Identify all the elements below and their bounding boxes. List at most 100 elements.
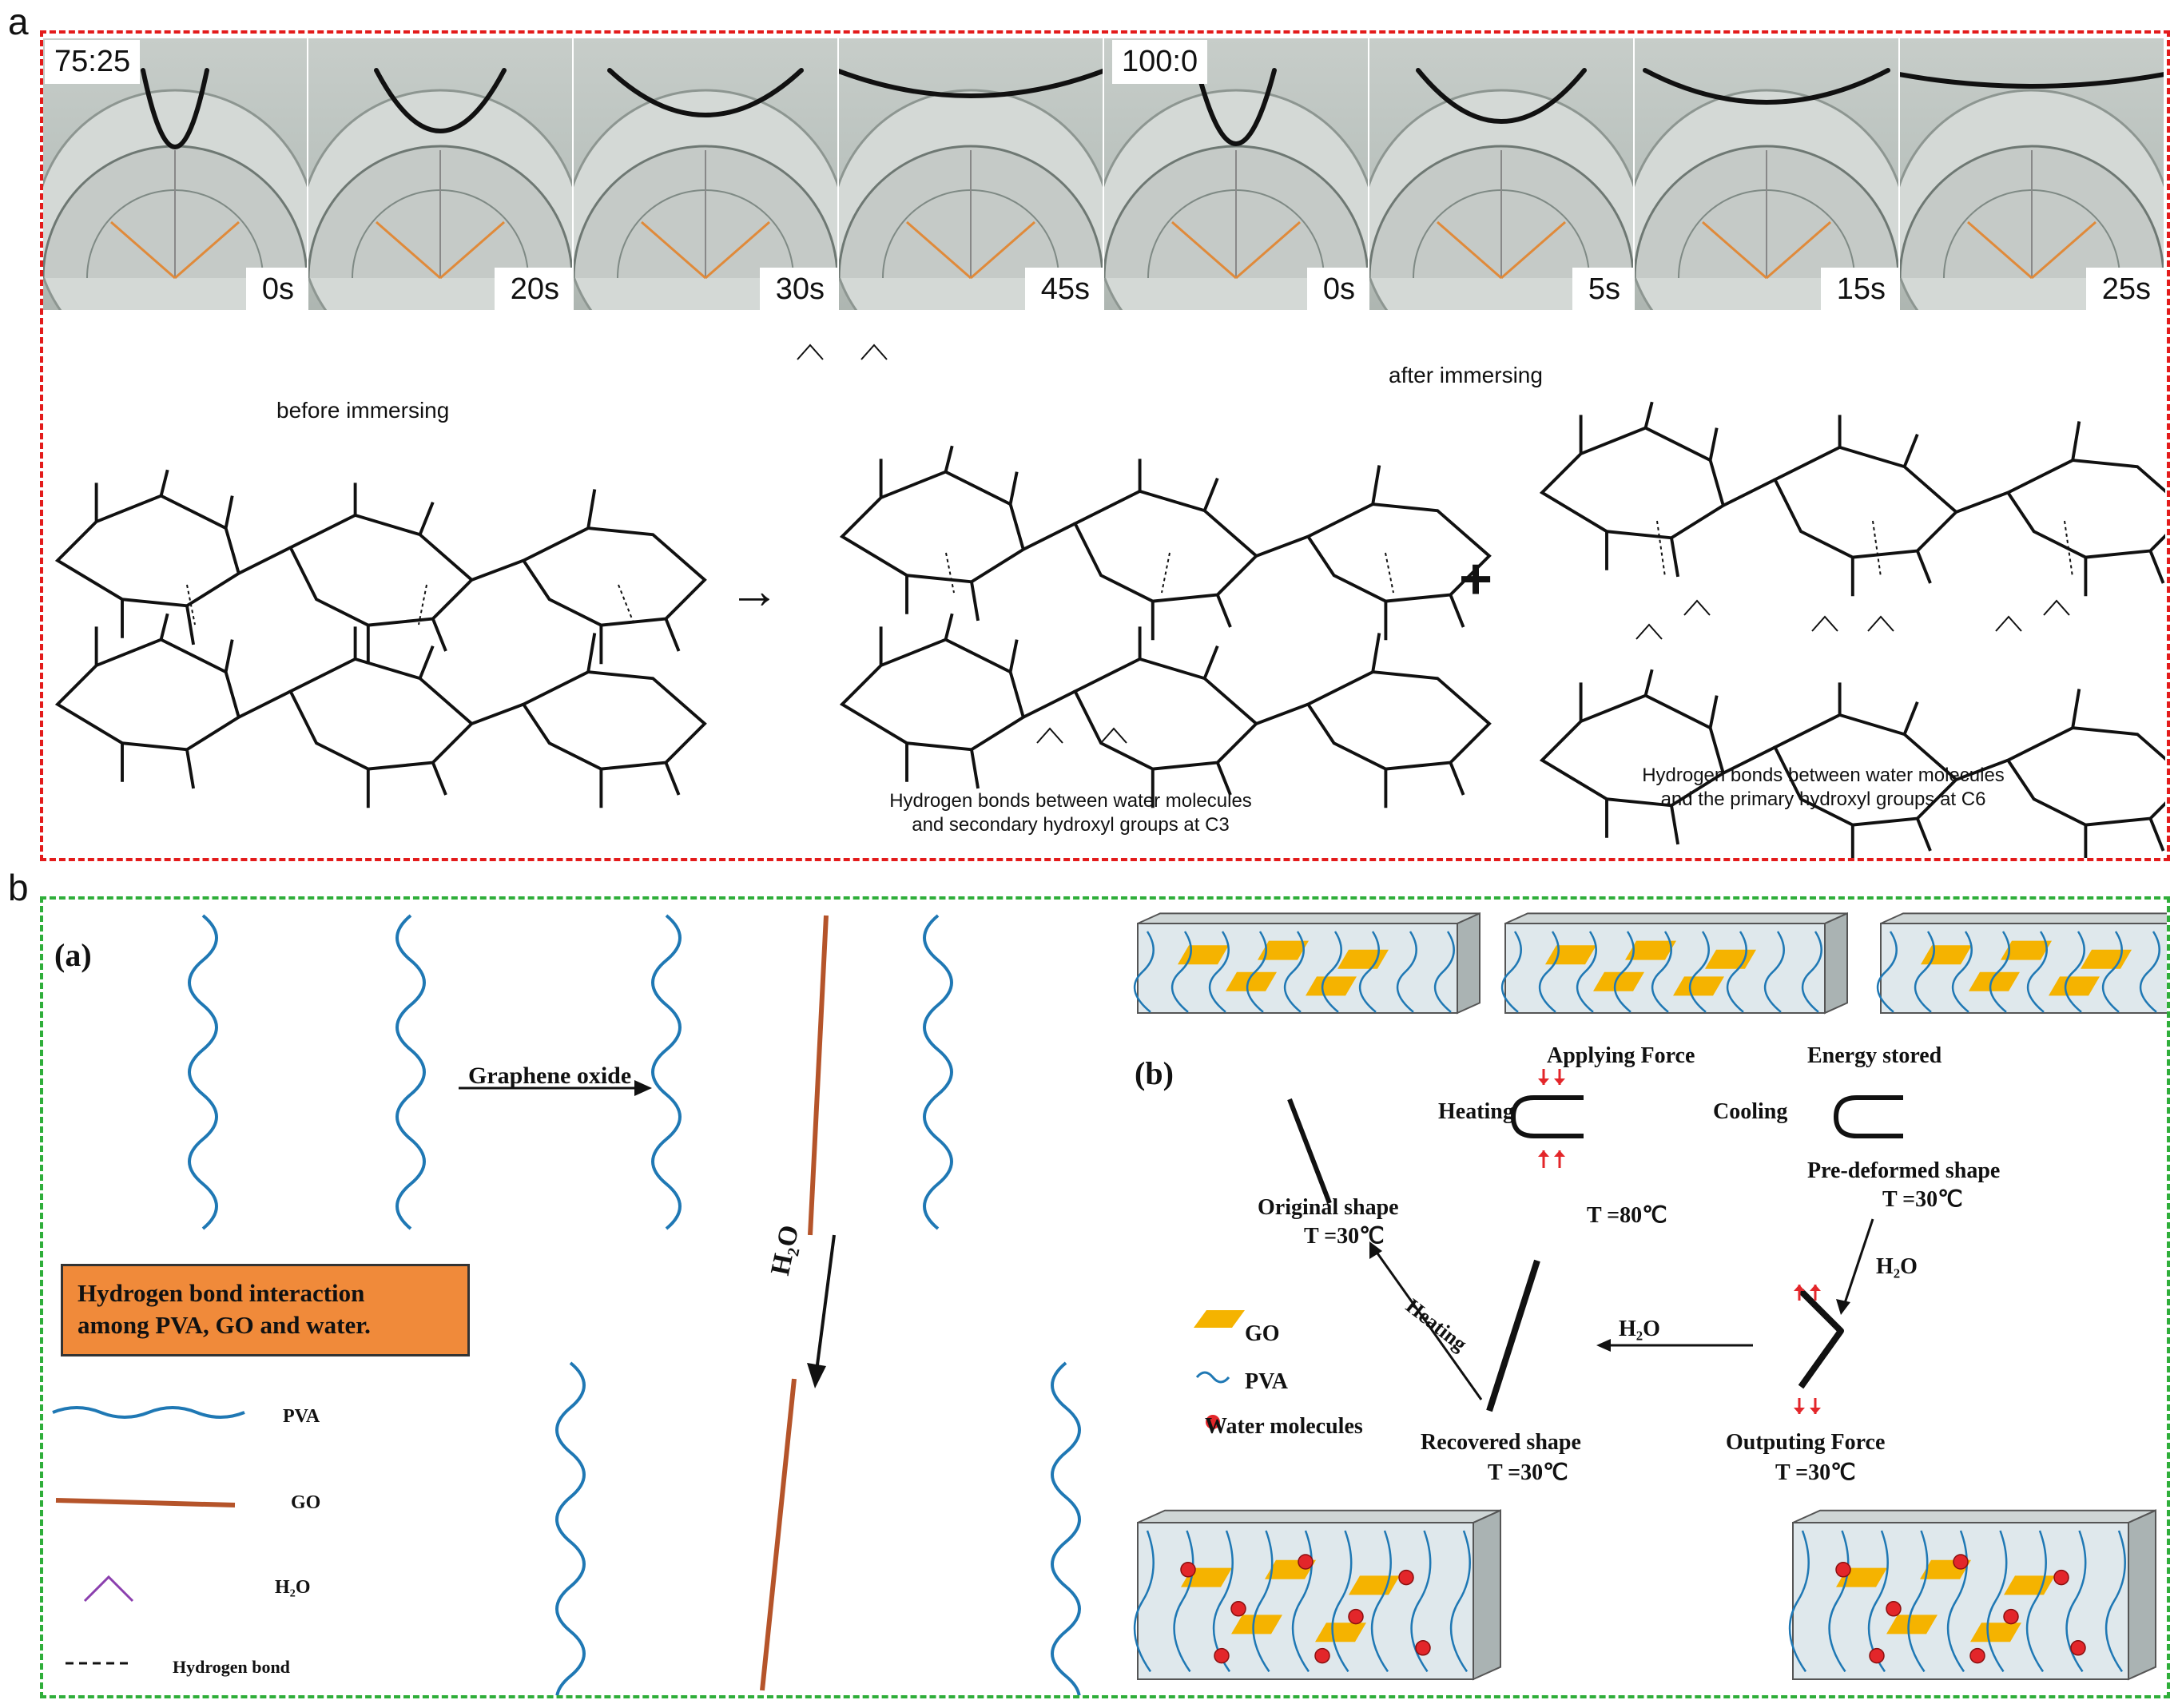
go-flake [2004, 1575, 2055, 1595]
go-flake [1231, 1615, 1282, 1635]
cooling-label: Cooling [1713, 1099, 1788, 1124]
water-molecule-dot [2003, 1608, 2019, 1625]
water-molecule-dot [1869, 1647, 1885, 1664]
water-molecule-dot [1298, 1554, 1314, 1570]
legend-water-cycle: Water molecules [1205, 1414, 1363, 1439]
water-molecule [797, 344, 824, 360]
pva-fiber [1613, 931, 1635, 1013]
sub-label-b: (b) [1135, 1055, 1174, 1091]
pva-fiber [1867, 1530, 1889, 1673]
pva-fiber [1576, 931, 1597, 1013]
water-molecule [1036, 727, 1063, 744]
go-flake [1625, 940, 1676, 960]
pva-fiber [1252, 1530, 1274, 1673]
block-top-2-side [1824, 912, 1848, 1015]
legend-hbond-label: Hydrogen bond [173, 1657, 290, 1677]
predeformed-shape-label: Pre-deformed shape [1807, 1158, 2001, 1183]
time-label: 0s [245, 268, 307, 310]
water-molecule-dot [2053, 1569, 2069, 1586]
original-shape-temp: T =30℃ [1304, 1224, 1385, 1249]
force-arrow-head [1554, 1078, 1565, 1085]
hydrogen-bond-dash [1872, 520, 1882, 578]
hydrogen-bond-interaction-box: Hydrogen bond interaction among PVA, GO … [61, 1264, 470, 1356]
water-molecule-dot [1180, 1562, 1196, 1578]
chitosan-chain-bottom-middle [841, 612, 1491, 810]
pva-fiber [1246, 931, 1267, 1013]
pva-fiber [2104, 1530, 2126, 1673]
box-line2: among PVA, GO and water. [78, 1311, 371, 1339]
hydrogen-bond-dash [1656, 520, 1666, 578]
pva-fiber [1688, 931, 1710, 1013]
photo-frame: 30s [574, 38, 837, 310]
go-flake [1593, 971, 1644, 991]
pva-fiber [1828, 1530, 1850, 1673]
water-molecule [1811, 615, 1838, 632]
legend-go-cycle: GO [1245, 1321, 1280, 1346]
hydrogen-bond-dash [618, 584, 635, 626]
pva-fiber [1396, 931, 1417, 1013]
caption-c3-line1: Hydrogen bonds between water molecules [889, 790, 1252, 812]
pva-fiber [2064, 931, 2085, 1013]
go-flake [1315, 1623, 1366, 1642]
pva-fiber [1946, 1530, 1968, 1673]
time-label: 45s [1024, 268, 1103, 310]
water-molecule [1867, 615, 1894, 632]
pva-fiber [2101, 931, 2123, 1013]
pva-fiber [1133, 931, 1155, 1013]
caption-c6-line1: Hydrogen bonds between water molecules [1642, 765, 2005, 786]
cycle-arrow-head [1836, 1299, 1850, 1315]
pva-fiber [1449, 1530, 1471, 1673]
water-molecule [1100, 727, 1127, 744]
go-flake [1306, 976, 1357, 996]
water-molecule [1683, 599, 1711, 616]
go-flake [2081, 949, 2132, 969]
block-bottom-2-top [1792, 1509, 2156, 1523]
pva-fiber [1726, 931, 1747, 1013]
water-molecule-dot [1398, 1569, 1414, 1586]
chitosan-chain-top-middle [841, 444, 1491, 642]
pva-fiber [1291, 1530, 1313, 1673]
pva-chain [555, 1361, 586, 1695]
outputing-force-label: Outputing Force [1726, 1430, 1886, 1455]
box-line1: Hydrogen bond interaction [78, 1279, 365, 1307]
water-molecule-dot [1230, 1601, 1246, 1617]
sub-label-a: (a) [54, 937, 92, 973]
hydrogen-bond-dash [418, 584, 427, 626]
water-molecule-dot [1314, 1647, 1330, 1664]
water-molecule [1635, 623, 1663, 640]
pva-fiber [1358, 931, 1380, 1013]
panel-b-frame [40, 896, 2170, 1698]
caption-c3-line2: and secondary hydroxyl groups at C3 [912, 814, 1230, 836]
pva-fiber [1133, 1530, 1155, 1673]
legend-pva-fiber [1195, 1371, 1230, 1384]
go-flake [1258, 940, 1309, 960]
photo-frame: 15s [1635, 38, 1898, 310]
legend-go-label: GO [291, 1492, 321, 1513]
ratio-label-100-0: 100:0 [1112, 40, 1208, 84]
pva-fiber [1212, 1530, 1234, 1673]
graphene-oxide-label: Graphene oxide [468, 1063, 632, 1089]
pva-fiber [1801, 931, 1822, 1013]
water-molecule-dot [1969, 1647, 1985, 1664]
block-top-1-front [1137, 923, 1458, 1014]
block-bottom-2-front [1792, 1522, 2129, 1680]
water-molecule-dot [1835, 1562, 1851, 1578]
block-top-2-top [1504, 912, 1848, 924]
cycle-arrow-head [1369, 1241, 1382, 1259]
go-flake [1886, 1615, 1938, 1635]
time-label: 5s [1572, 268, 1633, 310]
pva-fiber [1763, 931, 1785, 1013]
outputing-force-temp: T =30℃ [1775, 1460, 1856, 1485]
t80-label: T =80℃ [1587, 1203, 1667, 1228]
heating-label: Heating [1438, 1099, 1514, 1124]
water-molecule-dot [2070, 1640, 2086, 1656]
go-sheet [760, 1378, 797, 1691]
reaction-arrow: → [729, 562, 780, 619]
pva-fiber [1208, 931, 1230, 1013]
block-top-1-side [1457, 912, 1480, 1015]
water-molecule [1995, 615, 2022, 632]
chitosan-chain-top-left [56, 468, 706, 666]
original-shape-bar [1287, 1098, 1332, 1205]
water-molecule-dot [1415, 1640, 1431, 1656]
legend-h2o-label: H₂O [275, 1577, 311, 1598]
